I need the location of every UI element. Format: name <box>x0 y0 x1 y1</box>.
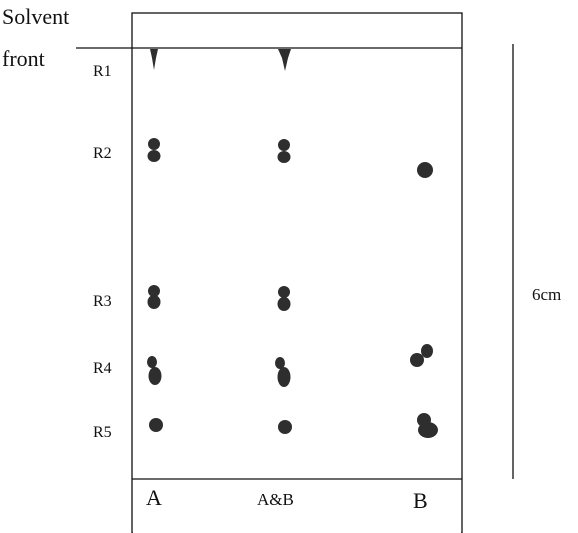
lane-a-spots <box>147 138 163 432</box>
row-label-r2: R2 <box>93 145 112 162</box>
spot-a-r3-top <box>148 285 160 297</box>
spot-b-r4-bottom <box>410 353 424 367</box>
row-label-r5: R5 <box>93 424 112 441</box>
spot-ab-r4-top <box>275 357 285 369</box>
spot-ab-r3-top <box>278 286 290 298</box>
lane-label-b: B <box>413 488 428 513</box>
lane-label-ab: A&B <box>257 490 294 509</box>
lane-ab-spots <box>275 139 292 434</box>
tlc-plate <box>131 12 463 533</box>
lane-b-spots <box>410 162 438 438</box>
spot-ab-r3-bottom <box>277 297 291 311</box>
row-label-r4: R4 <box>93 360 112 377</box>
plate-bottom-gap <box>133 520 461 533</box>
spot-ab-r4-bottom <box>277 367 291 387</box>
row-label-r1: R1 <box>93 63 112 80</box>
spot-a-r5 <box>149 418 163 432</box>
spot-ab-r1 <box>278 49 291 71</box>
spot-a-r2-top <box>148 138 160 150</box>
spot-a-r3-bottom <box>147 295 161 309</box>
spot-a-r4-top <box>147 356 157 368</box>
spot-ab-r2-bottom <box>277 151 291 163</box>
lane-label-a: A <box>146 485 162 510</box>
spot-a-r1 <box>150 49 158 70</box>
front-label: front <box>2 46 45 71</box>
spot-ab-r5 <box>278 420 292 434</box>
spot-b-r4-top <box>421 344 433 358</box>
spot-a-r2-bottom <box>147 150 161 162</box>
spot-ab-r2-top <box>278 139 290 151</box>
spot-b-r2 <box>417 162 433 178</box>
solvent-label: Solvent <box>2 4 69 29</box>
row-label-r3: R3 <box>93 293 112 310</box>
scale-label: 6cm <box>532 285 561 304</box>
spot-a-r4-bottom <box>148 367 162 385</box>
spot-b-r5-bottom <box>418 422 438 438</box>
